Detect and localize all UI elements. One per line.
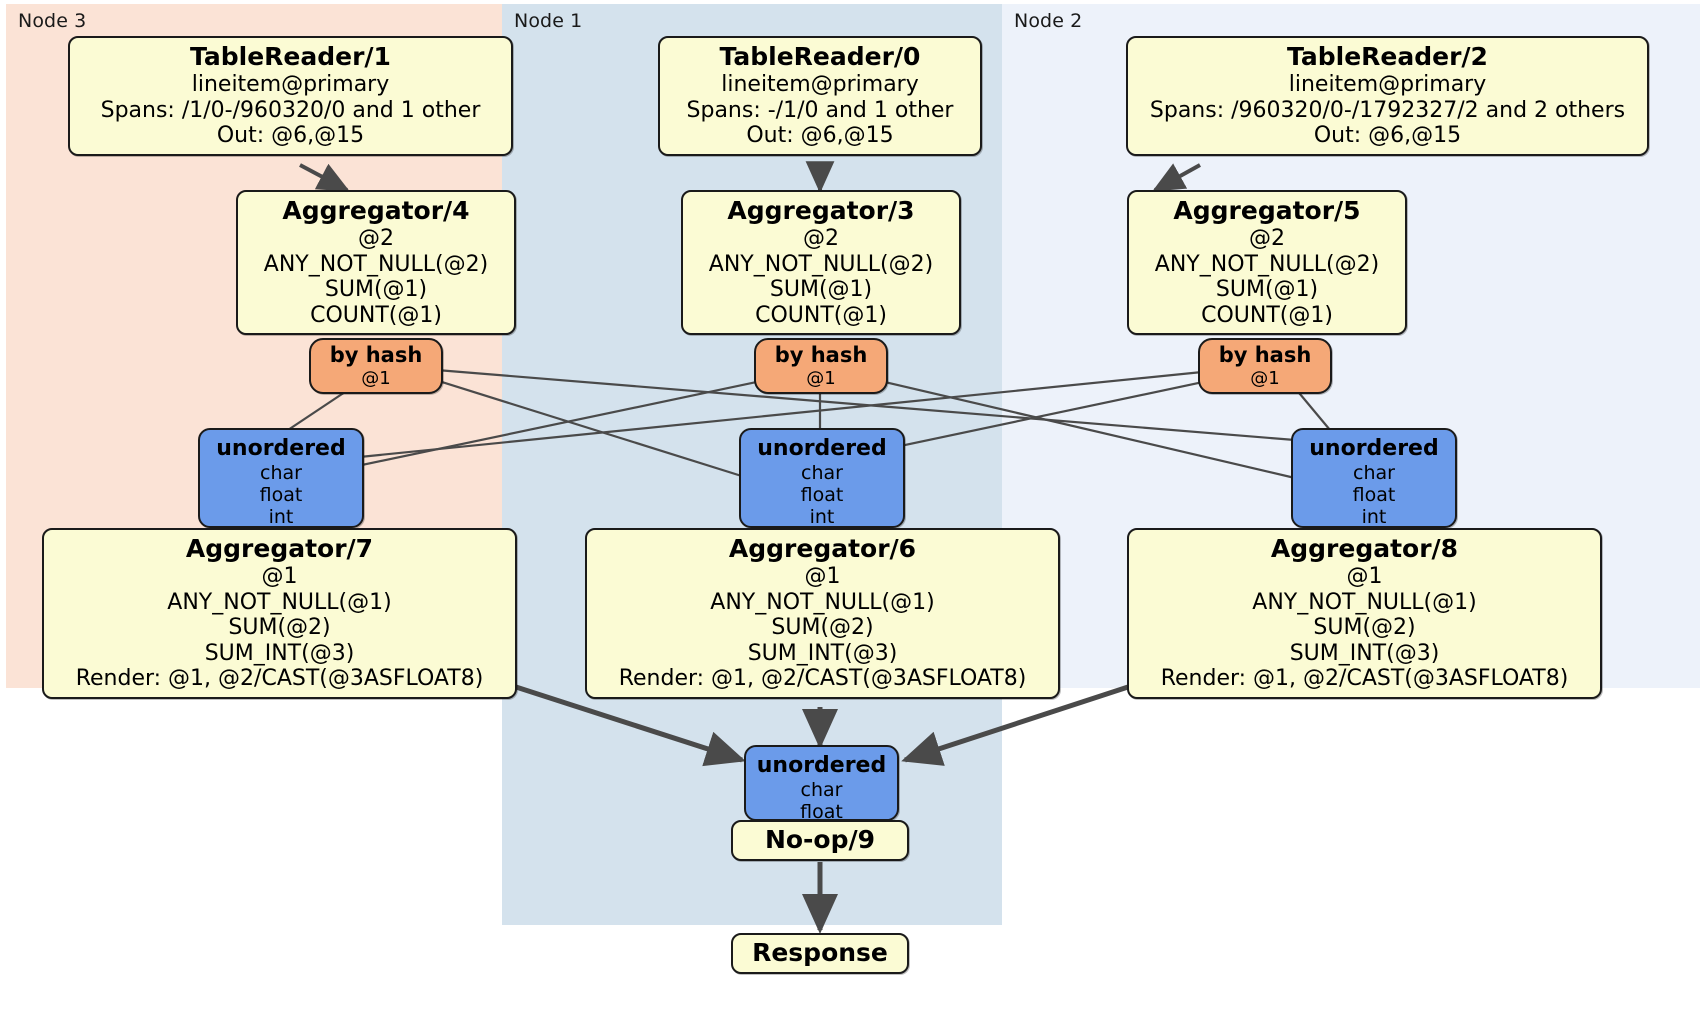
synchronizer-type: char: [801, 462, 843, 484]
processor-line: COUNT(@1): [310, 302, 442, 328]
synchronizer-type: float: [1352, 484, 1396, 506]
processor-line: SUM(@1): [324, 277, 428, 302]
synchronizer-unordered-node-2[interactable]: unordered char float int: [1291, 428, 1457, 528]
synchronizer-title: unordered: [756, 753, 887, 778]
processor-aggregator-7[interactable]: Aggregator/7 @1 ANY_NOT_NULL(@1) SUM(@2)…: [42, 528, 517, 699]
processor-title: Aggregator/3: [727, 196, 915, 225]
processor-line: SUM(@2): [1313, 615, 1416, 640]
processor-line: SUM(@1): [769, 277, 873, 302]
processor-line: Spans: /960320/0-/1792327/2 and 2 others: [1149, 97, 1626, 123]
processor-line: SUM(@2): [771, 615, 874, 640]
router-detail: @1: [806, 368, 836, 389]
synchronizer-type: int: [1361, 506, 1387, 528]
processor-line: COUNT(@1): [1201, 302, 1333, 328]
processor-response[interactable]: Response: [731, 933, 909, 974]
processor-tablereader-0[interactable]: TableReader/0 lineitem@primary Spans: -/…: [658, 36, 982, 156]
router-detail: @1: [1250, 368, 1280, 389]
processor-noop-9[interactable]: No-op/9: [731, 820, 909, 861]
router-title: by hash: [1218, 343, 1312, 367]
processor-title: Aggregator/4: [282, 196, 470, 225]
processor-line: lineitem@primary: [1288, 72, 1487, 97]
synchronizer-type: char: [260, 462, 302, 484]
processor-aggregator-8[interactable]: Aggregator/8 @1 ANY_NOT_NULL(@1) SUM(@2)…: [1127, 528, 1602, 699]
processor-line: ANY_NOT_NULL(@1): [167, 589, 392, 615]
processor-line: SUM(@2): [228, 615, 331, 640]
processor-line: @1: [1346, 564, 1383, 589]
synchronizer-title: unordered: [1309, 436, 1439, 461]
processor-line: ANY_NOT_NULL(@2): [263, 251, 489, 277]
processor-line: Out: @6,@15: [216, 123, 365, 148]
processor-line: ANY_NOT_NULL(@2): [708, 251, 934, 277]
processor-tablereader-1[interactable]: TableReader/1 lineitem@primary Spans: /1…: [68, 36, 513, 156]
processor-line: SUM_INT(@3): [1289, 640, 1440, 666]
synchronizer-title: unordered: [757, 436, 887, 461]
processor-line: Out: @6,@15: [1313, 123, 1462, 148]
synchronizer-type: char: [800, 779, 843, 801]
synchronizer-type: float: [259, 484, 303, 506]
processor-aggregator-3[interactable]: Aggregator/3 @2 ANY_NOT_NULL(@2) SUM(@1)…: [681, 190, 961, 335]
synchronizer-unordered-node-1[interactable]: unordered char float int: [739, 428, 905, 528]
node-panel-label-node-2: Node 2: [1014, 10, 1083, 32]
processor-line: Spans: -/1/0 and 1 other: [686, 97, 954, 123]
processor-title: Aggregator/8: [1270, 534, 1459, 563]
processor-tablereader-2[interactable]: TableReader/2 lineitem@primary Spans: /9…: [1126, 36, 1649, 156]
processor-line: Render: @1, @2/CAST(@3ASFLOAT8): [75, 666, 484, 691]
synchronizer-type: int: [268, 506, 294, 528]
synchronizer-type: int: [809, 506, 835, 528]
processor-line: @2: [1249, 226, 1285, 251]
processor-line: ANY_NOT_NULL(@2): [1154, 251, 1380, 277]
processor-line: ANY_NOT_NULL(@1): [710, 589, 935, 615]
processor-line: lineitem@primary: [721, 72, 919, 97]
processor-line: @2: [803, 226, 839, 251]
processor-line: Render: @1, @2/CAST(@3ASFLOAT8): [618, 666, 1027, 691]
synchronizer-type: float: [800, 484, 844, 506]
processor-title: TableReader/0: [719, 42, 921, 71]
router-by-hash-node-3[interactable]: by hash @1: [309, 338, 443, 394]
processor-aggregator-6[interactable]: Aggregator/6 @1 ANY_NOT_NULL(@1) SUM(@2)…: [585, 528, 1060, 699]
router-title: by hash: [329, 343, 423, 367]
processor-line: Out: @6,@15: [746, 123, 894, 148]
processor-title: Aggregator/7: [185, 534, 374, 563]
router-title: by hash: [774, 343, 868, 367]
processor-aggregator-5[interactable]: Aggregator/5 @2 ANY_NOT_NULL(@2) SUM(@1)…: [1127, 190, 1407, 335]
synchronizer-type: char: [1353, 462, 1395, 484]
router-detail: @1: [361, 368, 391, 389]
processor-title: Aggregator/5: [1173, 196, 1361, 225]
processor-line: Spans: /1/0-/960320/0 and 1 other: [100, 97, 481, 123]
processor-line: ANY_NOT_NULL(@1): [1252, 589, 1477, 615]
processor-title: Aggregator/6: [728, 534, 917, 563]
router-by-hash-node-1[interactable]: by hash @1: [754, 338, 888, 394]
processor-title: No-op/9: [764, 825, 876, 854]
processor-line: SUM_INT(@3): [204, 640, 355, 666]
processor-title: Response: [752, 938, 888, 967]
processor-line: @1: [804, 564, 841, 589]
router-by-hash-node-2[interactable]: by hash @1: [1198, 338, 1332, 394]
processor-line: COUNT(@1): [755, 302, 887, 328]
processor-line: SUM_INT(@3): [747, 640, 898, 666]
node-panel-label-node-1: Node 1: [514, 10, 583, 32]
processor-line: lineitem@primary: [191, 72, 390, 97]
node-panel-label-node-3: Node 3: [18, 10, 87, 32]
processor-line: SUM(@1): [1215, 277, 1319, 302]
processor-title: TableReader/2: [1287, 42, 1488, 71]
processor-line: @1: [261, 564, 298, 589]
synchronizer-type: float: [800, 801, 843, 823]
processor-line: @2: [358, 226, 394, 251]
processor-aggregator-4[interactable]: Aggregator/4 @2 ANY_NOT_NULL(@2) SUM(@1)…: [236, 190, 516, 335]
synchronizer-title: unordered: [216, 436, 346, 461]
processor-line: Render: @1, @2/CAST(@3ASFLOAT8): [1160, 666, 1569, 691]
synchronizer-unordered-final[interactable]: unordered char float: [744, 745, 899, 823]
processor-title: TableReader/1: [190, 42, 391, 71]
synchronizer-unordered-node-3[interactable]: unordered char float int: [198, 428, 364, 528]
